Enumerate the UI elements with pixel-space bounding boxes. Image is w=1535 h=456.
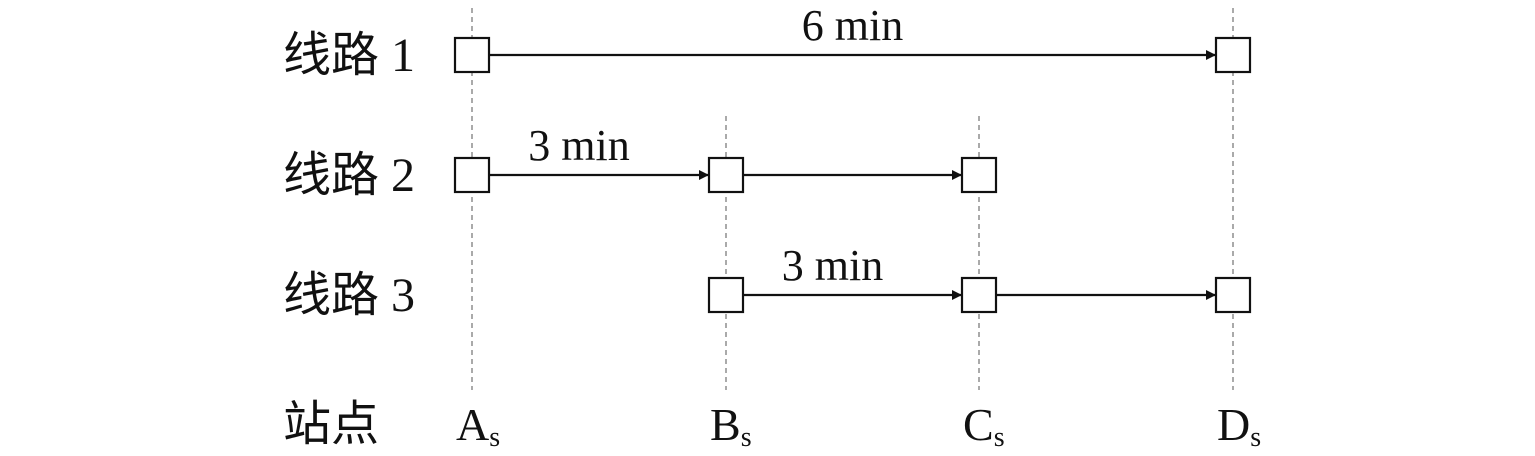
route-2-segment-label-1: 3 min [528, 121, 629, 170]
route-2-node-cs [960, 156, 998, 194]
route-3-segment-label-1: 3 min [782, 241, 883, 290]
station-label-cs: Cs [963, 399, 1005, 453]
route-1: 6 min [453, 1, 1252, 74]
route-2-node-as [453, 156, 491, 194]
route-2-node-bs [707, 156, 745, 194]
station-label-bs: Bs [710, 399, 752, 453]
routes-group: 6 min 3 min 3 min [453, 1, 1252, 314]
route-3-node-ds [1214, 276, 1252, 314]
route-3-node-cs [960, 276, 998, 314]
station-labels: 站点 As Bs Cs Ds [283, 398, 1261, 453]
station-label-as: As [456, 399, 500, 453]
stations-axis-label: 站点 [283, 398, 379, 451]
route-label-1: 线路 1 [283, 29, 415, 82]
route-3: 3 min [707, 241, 1252, 314]
route-1-segment-label-1: 6 min [802, 1, 903, 50]
station-guide-lines [471, 8, 1234, 390]
route-labels: 线路 1 线路 2 线路 3 [283, 29, 415, 322]
route-label-3: 线路 3 [283, 269, 415, 322]
route-3-node-bs [707, 276, 745, 314]
route-1-node-as [453, 36, 491, 74]
route-label-2: 线路 2 [283, 149, 415, 202]
station-label-ds: Ds [1217, 399, 1261, 453]
route-1-node-ds [1214, 36, 1252, 74]
route-2: 3 min [453, 121, 998, 194]
